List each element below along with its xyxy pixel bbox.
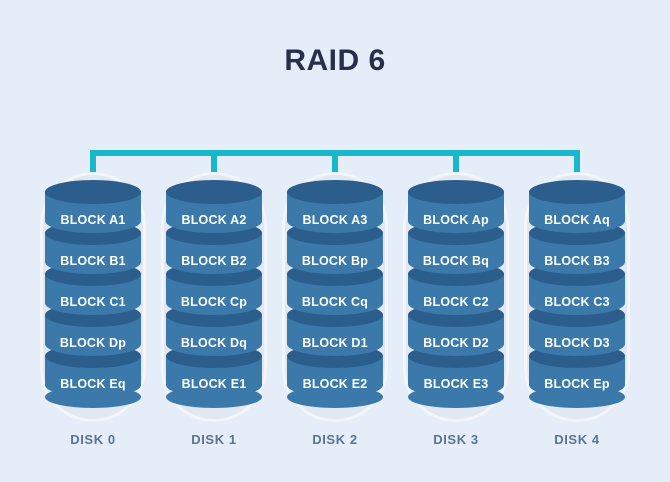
disk-block: BLOCK A1 [45,180,141,233]
disk-block: BLOCK C3 [529,262,625,315]
block-label: BLOCK Bp [301,254,369,268]
disk-block: BLOCK Ap [408,180,504,233]
block-label: BLOCK Dq [180,336,248,350]
cylinder-top-ellipse [45,180,141,204]
disk-block: BLOCK B3 [529,221,625,274]
block-label: BLOCK Eq [60,377,126,391]
disk-stack: BLOCK A2 BLOCK B2 BLOCK Cp BLOCK Dq BLOC… [166,180,262,408]
disk-block: BLOCK Aq [529,180,625,233]
disk-block: BLOCK A3 [287,180,383,233]
disk-label: DISK 3 [433,432,479,447]
disk-block: BLOCK Ep [529,344,625,408]
block-label: BLOCK B3 [544,254,610,268]
disk-block: BLOCK Cp [166,262,262,315]
block-label: BLOCK Aq [544,213,610,227]
disk-column-0: BLOCK A1 BLOCK B1 BLOCK C1 BLOCK Dp BLOC… [40,172,146,458]
disk-column-1: BLOCK A2 BLOCK B2 BLOCK Cp BLOCK Dq BLOC… [161,172,267,458]
block-label: BLOCK D2 [423,336,489,350]
block-label: BLOCK E1 [181,377,247,391]
disk-column-3: BLOCK Ap BLOCK Bq BLOCK C2 BLOCK D2 BLOC… [403,172,509,458]
disk-column-2: BLOCK A3 BLOCK Bp BLOCK Cq BLOCK D1 BLOC… [282,172,388,458]
disk-stack: BLOCK A1 BLOCK B1 BLOCK C1 BLOCK Dp BLOC… [45,180,141,408]
disk-block: BLOCK E1 [166,344,262,408]
disk-stack: BLOCK Aq BLOCK B3 BLOCK C3 BLOCK D3 BLOC… [529,180,625,408]
block-label: BLOCK E3 [423,377,489,391]
disk-block: BLOCK D3 [529,303,625,356]
disk-label: DISK 0 [70,432,116,447]
disk-stack: BLOCK A3 BLOCK Bp BLOCK Cq BLOCK D1 BLOC… [287,180,383,408]
block-label: BLOCK D3 [544,336,610,350]
disk-label: DISK 4 [554,432,600,447]
block-label: BLOCK Ap [423,213,489,227]
block-label: BLOCK A2 [181,213,247,227]
block-label: BLOCK Cp [180,295,248,309]
block-label: BLOCK B2 [181,254,247,268]
disk-block: BLOCK B2 [166,221,262,274]
block-label: BLOCK Bq [422,254,490,268]
disk-block: BLOCK E2 [287,344,383,408]
disk-block: BLOCK C2 [408,262,504,315]
disk-stack: BLOCK Ap BLOCK Bq BLOCK C2 BLOCK D2 BLOC… [408,180,504,408]
disk-label: DISK 2 [312,432,358,447]
block-label: BLOCK E2 [302,377,368,391]
block-label: BLOCK C2 [423,295,489,309]
disk-block: BLOCK A2 [166,180,262,233]
block-label: BLOCK Cq [301,295,369,309]
block-label: BLOCK B1 [60,254,126,268]
disk-column-4: BLOCK Aq BLOCK B3 BLOCK C3 BLOCK D3 BLOC… [524,172,630,458]
disk-block: BLOCK Eq [45,344,141,408]
cylinder-top-ellipse [408,180,504,204]
disk-block: BLOCK Cq [287,262,383,315]
block-label: BLOCK C3 [544,295,610,309]
block-label: BLOCK C1 [60,295,126,309]
diagram-title: RAID 6 [284,44,386,77]
block-label: BLOCK D1 [302,336,368,350]
disk-label: DISK 1 [191,432,237,447]
disk-block: BLOCK D2 [408,303,504,356]
disk-block: BLOCK Dq [166,303,262,356]
block-label: BLOCK A1 [60,213,126,227]
cylinder-top-ellipse [529,180,625,204]
block-label: BLOCK Dp [59,336,127,350]
cylinder-top-ellipse [166,180,262,204]
disk-block: BLOCK C1 [45,262,141,315]
block-label: BLOCK Ep [544,377,610,391]
cylinder-top-ellipse [287,180,383,204]
disk-block: BLOCK Dp [45,303,141,356]
disk-block: BLOCK Bp [287,221,383,274]
disk-block: BLOCK E3 [408,344,504,408]
block-label: BLOCK A3 [302,213,368,227]
disk-block: BLOCK Bq [408,221,504,274]
disk-block: BLOCK B1 [45,221,141,274]
disk-block: BLOCK D1 [287,303,383,356]
